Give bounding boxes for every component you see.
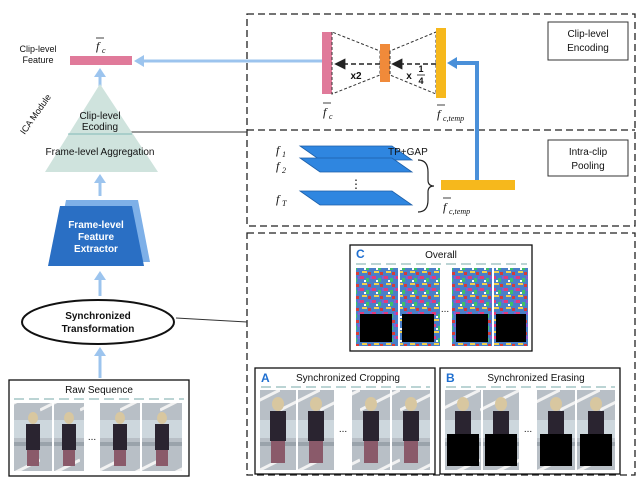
overall-frames [356,268,528,346]
overall-ellipsis: ... [441,304,449,315]
sync-to-extractor-arrowhead [94,271,106,280]
cropping-ellipsis: ... [339,424,347,435]
erasing-ellipsis: ... [524,424,532,435]
bottleneck-orange-bar [380,44,390,82]
intra-clip-title-2: Pooling [571,161,604,172]
f1-symbol: f [276,143,281,157]
intra-clip-title-box [547,139,629,177]
extractor-label-1: Frame-level [68,220,124,231]
sync-label-1: Synchronized [65,311,131,322]
panel-c-letter: C [356,247,365,261]
cropping-frames [260,390,430,470]
panel-a-letter: A [261,371,270,385]
fctemp-yellow-bar [436,28,446,98]
layer-f1 [298,145,414,161]
pooled-symbol: f [443,200,448,214]
frac-num: 1 [418,64,423,74]
tp-gap-label: TP+GAP [388,147,428,158]
extractor-front-layer [48,206,144,266]
fctemp-symbol: f [437,107,442,121]
clip-encoding-title-box [547,21,629,61]
panel-b-title: Synchronized Erasing [487,373,584,384]
raw-sequence-title: Raw Sequence [65,385,133,396]
layer-f2 [298,157,414,173]
pool-to-encoder-arrow [455,61,479,180]
ica-module-label: ICA Module [18,92,53,136]
vdots: ⋮ [350,177,362,191]
clip-encoding-title-1: Clip-level [567,29,608,40]
raw-frames [14,403,182,471]
intra-clip-title-1: Intra-clip [569,147,608,158]
fc-pink-bar [322,32,332,94]
panel-b-letter: B [446,371,455,385]
pooled-sub: c,temp [449,207,470,216]
clip-level-2: Ecoding [82,122,118,133]
left-fc-pink-bar [70,56,132,65]
raw-to-sync-arrowhead [94,347,106,356]
bottom-region-box [246,232,636,476]
top-region-box [246,13,636,227]
extractor-to-ica-arrowhead [94,174,106,183]
encoder-to-feature-arrowhead [134,55,144,67]
ica-to-feature-arrowhead [94,68,106,77]
f2-sub: 2 [282,166,286,175]
sync-label-2: Transformation [62,324,135,335]
left-fc-sub: c [102,46,106,55]
fT-symbol: f [276,192,281,206]
ica-triangle [45,84,158,172]
clip-feature-label-1: Clip-level [19,44,56,54]
x2-label: x2 [350,71,362,82]
panel-a-title: Synchronized Cropping [296,373,400,384]
sync-transformation-ellipse [21,299,175,345]
layer-fT [298,190,414,206]
left-fc-symbol: f [96,39,101,53]
frac-den: 4 [418,76,423,86]
encoder-trapezoid [389,31,437,95]
decoder-trapezoid [331,31,381,95]
raw-ellipsis: ... [88,432,96,443]
erasing-frames [445,390,615,470]
fctemp-sub: c,temp [443,114,464,123]
fc-sub: c [329,112,333,121]
pooling-brace [417,159,435,213]
clip-feature-label-2: Feature [22,55,53,65]
frame-agg-label: Frame-level Aggregation [46,147,155,158]
clip-level-1: Clip-level [79,111,120,122]
f1-sub: 1 [282,150,286,159]
extractor-label-2: Feature [78,232,115,243]
panel-c-title: Overall [425,250,457,261]
pool-to-encoder-arrowhead [447,57,457,69]
pooled-yellow-bar [441,180,515,190]
sync-connector-line [175,317,248,323]
f2-symbol: f [276,159,281,173]
fc-symbol: f [323,105,328,119]
clip-encoding-title-2: Encoding [567,43,609,54]
x-prefix-label: x [406,71,412,82]
extractor-label-3: Extractor [74,244,118,255]
fT-sub: T [282,199,287,208]
